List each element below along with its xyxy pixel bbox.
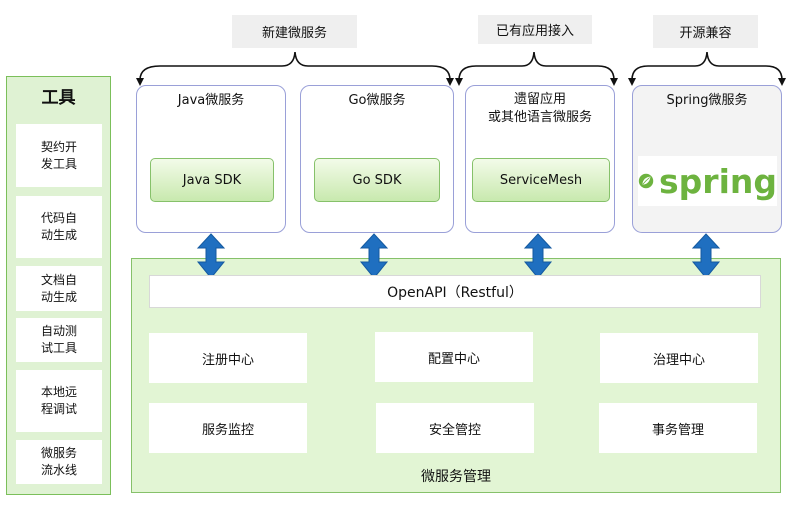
spring-logo: spring — [638, 156, 777, 206]
service-mesh[interactable]: ServiceMesh — [472, 158, 610, 202]
connection-arrows — [196, 233, 721, 279]
config-center[interactable]: 配置中心 — [375, 332, 533, 382]
new-service-label: 新建微服务 — [232, 15, 357, 48]
double-arrow-icon — [196, 233, 226, 279]
service-monitoring[interactable]: 服务监控 — [149, 403, 307, 453]
tool-contract-dev[interactable]: 契约开 发工具 — [16, 124, 102, 187]
existing-app-label: 已有应用接入 — [478, 15, 592, 44]
registry-center[interactable]: 注册中心 — [149, 333, 307, 383]
tool-doc-gen[interactable]: 文档自 动生成 — [16, 266, 102, 311]
spring-logo-text: spring — [659, 161, 777, 201]
openapi-bar[interactable]: OpenAPI（Restful） — [149, 275, 761, 308]
brace-open-compat — [631, 51, 783, 81]
tools-title: 工具 — [41, 88, 76, 108]
java-sdk[interactable]: Java SDK — [150, 158, 274, 202]
open-compat-label: 开源兼容 — [653, 15, 758, 48]
brace-existing-app — [458, 51, 615, 81]
tool-auto-test[interactable]: 自动测 试工具 — [16, 318, 102, 362]
transaction-management[interactable]: 事务管理 — [599, 403, 757, 453]
java-service-title: Java微服务 — [177, 93, 245, 108]
tool-code-gen[interactable]: 代码自 动生成 — [16, 196, 102, 258]
tool-pipeline[interactable]: 微服务 流水线 — [16, 440, 102, 484]
governance-center[interactable]: 治理中心 — [600, 333, 758, 383]
spring-service-title: Spring微服务 — [666, 93, 748, 108]
tool-remote-debug[interactable]: 本地远 程调试 — [16, 370, 102, 432]
double-arrow-icon — [691, 233, 721, 279]
go-sdk[interactable]: Go SDK — [314, 158, 440, 202]
brace-new-service — [139, 51, 451, 81]
double-arrow-icon — [359, 233, 389, 279]
security-control[interactable]: 安全管控 — [376, 403, 534, 453]
spring-service-box: Spring微服务 spring — [632, 85, 782, 233]
java-service-box: Java微服务 Java SDK — [136, 85, 286, 233]
legacy-service-title: 遗留应用 或其他语言微服务 — [487, 92, 592, 125]
spring-leaf-icon — [638, 173, 654, 189]
legacy-service-box: 遗留应用 或其他语言微服务 ServiceMesh — [465, 85, 615, 233]
tools-panel: 工具 契约开 发工具 代码自 动生成 文档自 动生成 自动测 试工具 本地远 程… — [6, 76, 111, 495]
go-service-box: Go微服务 Go SDK — [300, 85, 454, 233]
double-arrow-icon — [523, 233, 553, 279]
brace-connectors — [136, 51, 786, 86]
management-title: 微服务管理 — [421, 469, 491, 485]
go-service-title: Go微服务 — [348, 93, 406, 108]
